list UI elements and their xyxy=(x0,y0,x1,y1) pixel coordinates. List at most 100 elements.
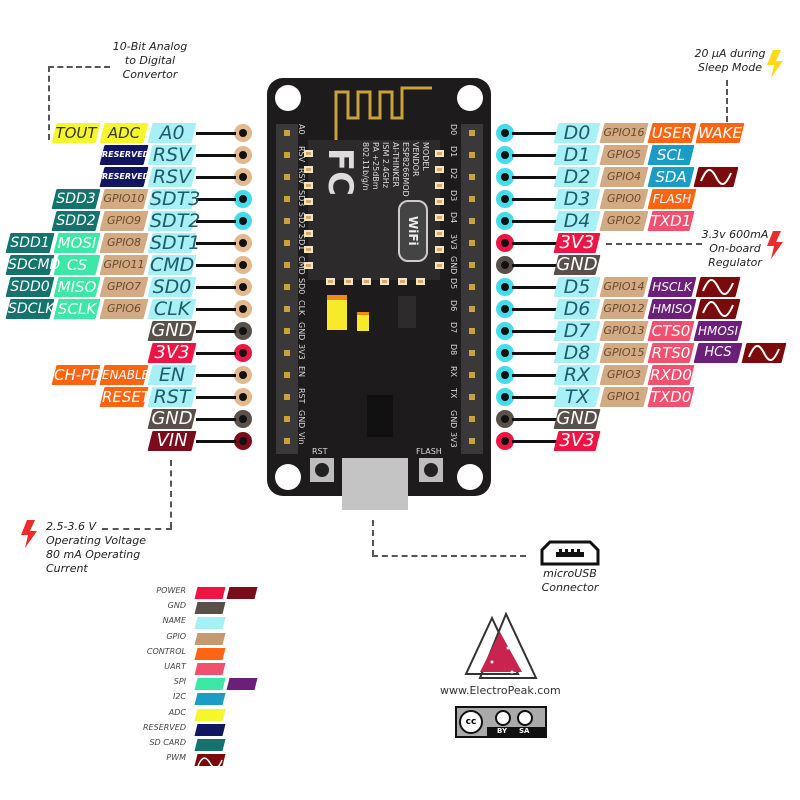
pin-wire xyxy=(512,220,558,223)
legend-label: POWER xyxy=(156,586,186,595)
header-pin xyxy=(284,328,290,334)
function-text: GPIO8 xyxy=(106,236,142,249)
module-pad xyxy=(435,230,444,237)
pin-function-spi: SCLK xyxy=(56,299,98,319)
module-pad xyxy=(435,166,444,173)
mount-hole-tr xyxy=(457,85,483,111)
pin-function-i2c: SCL xyxy=(650,145,692,165)
pwm-wave-icon xyxy=(698,299,738,319)
header-pin xyxy=(284,350,290,356)
legend-label: PWM xyxy=(166,753,186,763)
pin-rx xyxy=(496,366,514,384)
pin-wire xyxy=(512,308,558,311)
function-text: TXD1 xyxy=(650,212,692,230)
legend-label: RESERVED xyxy=(143,722,186,732)
module-pad xyxy=(304,166,313,173)
silk-label-right: GND xyxy=(449,410,458,429)
pwm-wave-icon xyxy=(744,343,784,363)
function-text: RXD0 xyxy=(650,366,692,384)
function-text: HSCLK xyxy=(652,280,692,294)
pin-wire xyxy=(512,330,558,333)
header-pin xyxy=(469,174,475,180)
rst-button[interactable] xyxy=(310,458,334,482)
module-pad xyxy=(304,230,313,237)
pin-sdt3 xyxy=(234,190,252,208)
silk-label-right: D5 xyxy=(449,278,458,290)
header-pin xyxy=(284,372,290,378)
legend-swatch xyxy=(196,663,224,675)
function-text: SDD2 xyxy=(56,213,96,229)
pin-rsv xyxy=(234,168,252,186)
pin-function-adc: TOUT xyxy=(54,123,98,143)
website-text[interactable]: www.ElectroPeak.com xyxy=(440,684,561,697)
silk-label-right: 3V3 xyxy=(449,432,458,448)
pin-name-label: 3V3 xyxy=(150,343,194,363)
function-text: GPIO3 xyxy=(606,368,642,381)
pin-function-gpio: GPIO4 xyxy=(602,167,646,187)
esp8266-module: FC MODEL VENDOR ESP8266MOD AI-THINKER IS… xyxy=(308,140,440,280)
usb-note: microUSB Connector xyxy=(541,567,599,594)
pin-gnd xyxy=(496,410,514,428)
function-text: RESERVED xyxy=(102,150,150,159)
pin-gnd xyxy=(496,256,514,274)
function-text: WAKE xyxy=(698,124,742,142)
function-text: GPIO14 xyxy=(603,280,645,293)
pin-function-gpio: GPIO16 xyxy=(602,123,646,143)
silk-label-right: D0 xyxy=(449,124,458,136)
mount-hole-tl xyxy=(275,85,301,111)
mount-hole-br xyxy=(457,464,483,490)
module-line: ISM 2.4GHz xyxy=(381,142,390,189)
function-text: RESET xyxy=(102,388,151,406)
function-text: SDCLK xyxy=(8,301,55,317)
function-text: GPIO4 xyxy=(606,170,642,183)
pin-name-label: GND xyxy=(151,320,193,341)
silk-label-right: D6 xyxy=(449,300,458,312)
pin-function-reserved: RESERVED xyxy=(102,145,150,165)
function-text: ENABLE xyxy=(102,368,150,382)
pin-function-uart: TXD0 xyxy=(650,387,692,407)
module-pad xyxy=(304,262,313,269)
flash-label: FLASH xyxy=(416,447,442,456)
silk-label-right: TX xyxy=(449,388,458,399)
legend-swatch xyxy=(228,587,256,599)
pin-wire xyxy=(512,132,558,135)
legend-swatch xyxy=(196,739,224,751)
function-text: SDD0 xyxy=(10,279,50,295)
header-pin xyxy=(469,284,475,290)
pin-function-control: WAKE xyxy=(698,123,742,143)
pin-name-label: SDT2 xyxy=(150,210,201,232)
module-line: 802.11b/g/n xyxy=(361,142,370,191)
legend-label: SPI xyxy=(173,677,186,687)
pin-a0 xyxy=(234,124,252,142)
silk-label-left: GND xyxy=(297,410,306,429)
function-text: SDA xyxy=(655,168,687,186)
legend-label: NAME xyxy=(162,616,186,626)
pin-sdt1 xyxy=(234,234,252,252)
header-pin xyxy=(469,130,475,136)
function-text: HCS xyxy=(704,345,732,360)
pin-wire xyxy=(512,374,558,377)
legend-label: UART xyxy=(164,662,186,671)
cc-license-badge: cc BY SA xyxy=(455,706,547,738)
flash-button[interactable] xyxy=(419,458,443,482)
pin-function-sdcard: SDD3 xyxy=(54,189,98,209)
header-pin xyxy=(469,152,475,158)
pin-wire xyxy=(196,308,236,311)
legend-swatch xyxy=(228,678,256,690)
pin-function-control: FLASH xyxy=(650,189,694,209)
pin-function-spidark: HMISO xyxy=(650,299,694,319)
lightning-icon-voltage xyxy=(20,520,38,552)
header-pin xyxy=(284,240,290,246)
pin-wire xyxy=(196,132,236,135)
function-text: GPIO11 xyxy=(103,258,145,271)
function-text: GPIO13 xyxy=(603,324,645,337)
sleep-note: 20 µA during Sleep Mode xyxy=(694,47,766,74)
legend-swatch xyxy=(196,587,224,599)
legend-swatch xyxy=(196,617,224,629)
pin-name-label: D1 xyxy=(556,145,598,165)
pin-3v3 xyxy=(496,234,514,252)
sa-icon xyxy=(517,710,533,726)
pin-name-label: GND xyxy=(556,408,598,429)
silk-label-right: 3V3 xyxy=(449,234,458,250)
module-pad xyxy=(304,198,313,205)
